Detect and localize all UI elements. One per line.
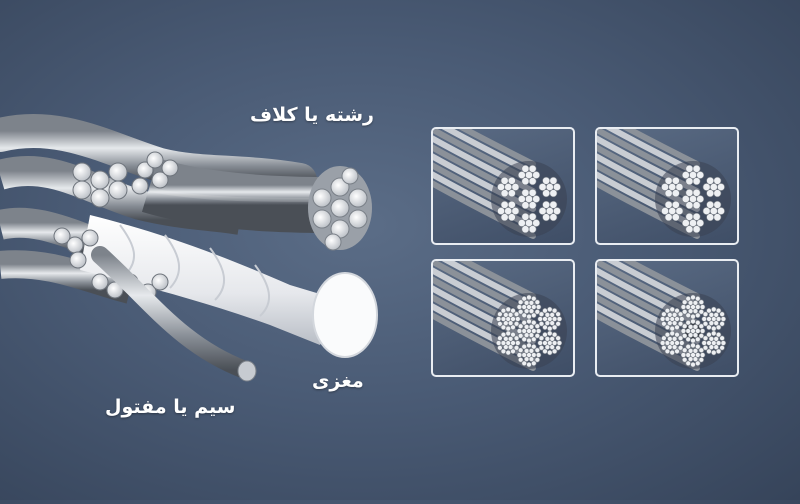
core-strand — [681, 188, 705, 210]
outer-strand — [661, 176, 684, 198]
outer-strand — [516, 342, 542, 368]
outer-strand — [537, 330, 563, 356]
cross-section-panel-2 — [595, 127, 739, 245]
outer-strand — [680, 294, 706, 320]
outer-strand — [702, 176, 725, 198]
outer-strand — [659, 306, 685, 332]
cross-section-drawing — [597, 129, 731, 239]
outer-strand — [495, 330, 521, 356]
cross-section-panel-1 — [431, 127, 575, 245]
outer-strand — [681, 212, 705, 234]
outer-strand — [517, 212, 541, 234]
cross-section-drawing — [433, 261, 567, 371]
outer-strand — [659, 330, 685, 356]
rope-strand-endfaces — [53, 151, 179, 301]
cross-section-drawing — [433, 129, 567, 239]
cross-section-panel-4 — [595, 259, 739, 377]
core-strand — [517, 188, 541, 210]
outer-strand — [681, 164, 705, 186]
core-strand — [516, 318, 542, 344]
outer-strand — [517, 164, 541, 186]
outer-strand — [497, 176, 520, 198]
cross-section-drawing — [597, 261, 731, 371]
wire-label: سیم یا مفتول — [105, 396, 236, 418]
strand-label: رشته یا کلاف — [250, 104, 374, 126]
rope-single-wire — [91, 246, 257, 382]
outer-strand — [495, 306, 521, 332]
outer-strand — [537, 306, 563, 332]
outer-strand — [516, 294, 542, 320]
outer-strand — [702, 200, 725, 222]
cross-section-panel-3 — [431, 259, 575, 377]
outer-strand — [701, 306, 727, 332]
outer-strand — [680, 342, 706, 368]
outer-strand — [497, 200, 520, 222]
outer-strand — [538, 176, 561, 198]
outer-strand — [538, 200, 561, 222]
rope-strand-upper — [141, 158, 372, 251]
outer-strand — [701, 330, 727, 356]
core-strand — [680, 318, 706, 344]
outer-strand — [661, 200, 684, 222]
core-label: مغزی — [312, 370, 364, 392]
